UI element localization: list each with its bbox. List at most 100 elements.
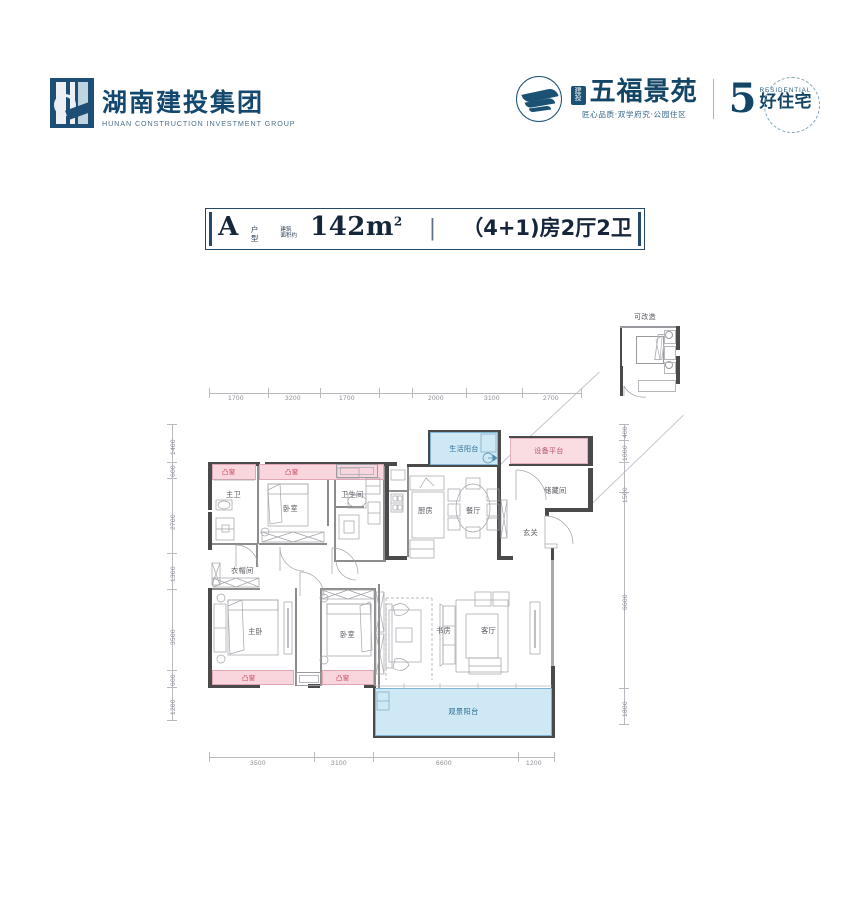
bay-window-label-3: 凸窗	[242, 674, 256, 682]
wall-exterior-right-balcony	[551, 666, 555, 738]
area-label-1: 建筑	[280, 227, 292, 234]
wall-exterior-bottom-left	[208, 684, 260, 688]
dim-left-4: 3500	[170, 629, 177, 645]
dim-top-1: 3200	[285, 395, 301, 402]
wall-kitchen-left2	[385, 492, 389, 560]
page-header: 湖南建投集团 HUNAN CONSTRUCTION INVESTMENT GRO…	[0, 0, 850, 150]
bedroom-bottom-label: 卧室	[340, 630, 355, 639]
dim-right-3: 6600	[622, 594, 629, 610]
entry-label: 玄关	[523, 528, 538, 537]
view-balcony	[375, 688, 552, 736]
wall-exterior-right-living	[551, 560, 554, 668]
partition-masterbath-right	[257, 466, 259, 544]
company-name-en: HUNAN CONSTRUCTION INVESTMENT GROUP	[102, 119, 296, 128]
wall-balcony-right	[498, 430, 501, 466]
wall-exterior-right-entry	[551, 548, 554, 560]
dim-left-3: 1300	[170, 566, 177, 582]
dim-right-4: 1800	[622, 701, 629, 717]
wall-exterior-left-upper	[208, 462, 212, 510]
dim-right-2: 1500	[622, 487, 629, 503]
partition-bath-bottom	[334, 560, 386, 562]
wall-balcony-top	[428, 430, 500, 432]
wall-storage-left	[545, 508, 549, 516]
wall-kitchen-top	[385, 462, 397, 466]
dining-label: 餐厅	[466, 506, 481, 515]
title-separator: |	[428, 216, 437, 242]
estate-tagline: 匠心品质·双学府究·公园住区	[581, 109, 687, 119]
dim-top-0: 1700	[228, 395, 244, 402]
area-label-2: 面积约	[280, 233, 298, 240]
dim-bottom-0: 3500	[250, 760, 266, 767]
wall-equip-top	[509, 436, 593, 438]
inset-leader-line-2	[589, 414, 684, 506]
window-detail-bottom-mid	[299, 675, 319, 683]
partition-masterbath-bottom	[212, 543, 258, 545]
bay-window-bottom-right	[322, 670, 374, 685]
bay-window-label-1: 凸窗	[222, 468, 236, 476]
swoosh-icon	[515, 76, 562, 122]
partition-bedroom-top-bottom	[259, 543, 327, 545]
partition-bath-right	[383, 466, 385, 562]
company-logo: 湖南建投集团 HUNAN CONSTRUCTION INVESTMENT GRO…	[50, 78, 296, 128]
dim-right-0: 400	[622, 426, 629, 438]
wall-exterior-bottom-mid2	[364, 684, 376, 688]
wall-equip-right	[588, 436, 593, 466]
estate-logo: 建投 五福景苑 匠心品质·双学府究·公园住区 5 RESIDENTIAL 好住宅	[515, 76, 820, 133]
master-bedroom-label: 主卧	[248, 627, 263, 636]
window-detail-top-right	[340, 467, 374, 475]
room-composition: （4+1)房2厅2卫	[462, 216, 632, 241]
storage-label: 储藏间	[544, 486, 567, 495]
partition-kitchen-inner	[407, 467, 409, 557]
wall-storage-bottom	[545, 508, 593, 512]
wall-balcony-bottom	[373, 736, 555, 738]
view-balcony-label: 观景阳台	[448, 707, 479, 716]
window-unit-bottom-mid	[296, 672, 322, 686]
good-home-label: 好住宅	[759, 91, 812, 112]
bay-window-label-4: 凸窗	[336, 674, 350, 682]
wall-balcony-left	[428, 430, 430, 466]
partition-corridor	[256, 545, 258, 567]
dim-right-1: 1000	[622, 445, 629, 461]
wall-balcony-left-lower	[373, 688, 375, 738]
dim-top-2: 1700	[339, 395, 355, 402]
unit-title-bar: A 户 型 建筑 面积约 142m2 | （4+1)房2厅2卫	[205, 208, 645, 250]
partition-cloak-right	[212, 588, 260, 590]
wall-exterior-left-lower	[208, 588, 212, 688]
partition-bedroom-top-right	[327, 466, 329, 526]
wall-dining-right	[497, 464, 501, 560]
dim-bottom-1: 3100	[331, 760, 347, 767]
wall-kitchen-left	[385, 462, 389, 492]
residential-label: RESIDENTIAL	[759, 86, 812, 94]
partition-bath-inner	[334, 506, 364, 508]
wall-kitchen-bottom	[385, 556, 407, 560]
dim-top-4: 3100	[484, 395, 500, 402]
partition-bedroom-b-left	[320, 588, 322, 686]
study-label: 书房	[436, 626, 451, 635]
bathroom-label: 卫生间	[341, 490, 364, 499]
estate-name: 五福景苑	[589, 76, 698, 107]
estate-badge: 建投	[570, 85, 586, 105]
equipment-platform	[510, 438, 588, 464]
bay-window-bottom-left	[212, 670, 294, 685]
master-bath-label: 主卫	[226, 490, 241, 499]
hunan-construction-logo-icon	[50, 78, 94, 128]
kitchen-label: 厨房	[418, 506, 433, 515]
partition-bedroom-b-top	[320, 588, 376, 590]
company-name-cn: 湖南建投集团	[102, 87, 265, 117]
partition-bedroom-b-right	[374, 588, 376, 686]
wall-exterior-bottom-mid	[308, 684, 320, 688]
equipment-platform-label: 设备平台	[534, 447, 564, 455]
dim-left-5: 600	[170, 674, 177, 686]
partition-kitchen-inner2	[389, 490, 407, 492]
dim-left-1: 600	[170, 465, 177, 477]
wall-storage-right	[588, 468, 593, 512]
dim-left-6: 1200	[170, 699, 177, 715]
unit-type-label-2: 型	[250, 233, 259, 243]
cloakroom-label: 衣帽间	[231, 566, 254, 575]
dim-top-5: 2700	[543, 395, 559, 402]
bay-window-label-2: 凸窗	[285, 468, 299, 476]
inset-label: 可改造	[634, 313, 656, 321]
